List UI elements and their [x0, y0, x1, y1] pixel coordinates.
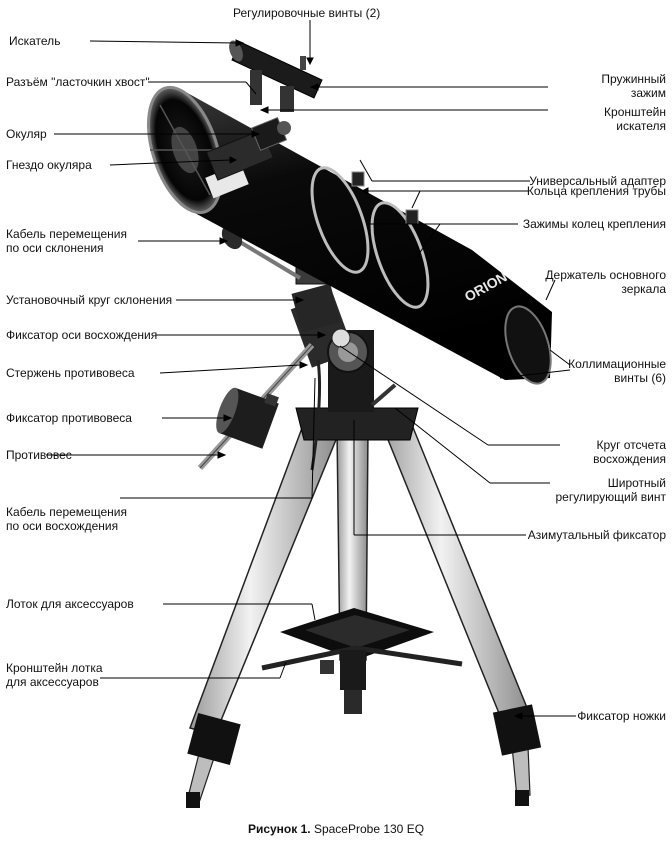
label-cw-lock: Фиксатор противовеса — [6, 411, 132, 425]
label-dec-circle: Установочный круг склонения — [6, 293, 173, 307]
accessory-tray — [261, 608, 463, 714]
leg-lock-left — [187, 713, 241, 765]
label-universal-adapter: Универсальный адаптер — [529, 174, 666, 188]
ra-cable — [310, 359, 322, 471]
tripod — [186, 407, 542, 808]
label-tray: Лоток для аксессуаров — [6, 597, 134, 611]
label-dec-cable: Кабель перемещения по оси склонения — [6, 227, 127, 255]
label-leg-lock: Фиксатор ножки — [577, 709, 666, 723]
counterweight — [216, 387, 279, 449]
label-focuser: Гнездо окуляра — [6, 158, 92, 172]
leg-lock-right — [492, 704, 542, 756]
label-ra-cable: Кабель перемещения по оси восхождения — [6, 505, 127, 533]
label-tube-rings: Кольца крепления трубы — [526, 184, 666, 198]
label-lat-bolt: Широтный регулирующий винт — [555, 476, 666, 504]
label-mirror-cell: Держатель основного зеркала — [545, 268, 666, 296]
label-az-lock: Азимутальный фиксатор — [527, 528, 666, 542]
focuser — [205, 116, 291, 181]
tube-ring-rear — [370, 201, 430, 309]
tripod-leg-right — [378, 419, 534, 729]
label-finder-bracket: Кронштейн искателя — [604, 105, 666, 133]
caption-prefix: Рисунок 1. — [247, 822, 311, 836]
mirror-cell — [504, 305, 552, 385]
tripod-leg-left — [189, 419, 342, 736]
leader-lines — [46, 20, 576, 720]
label-tray-bracket: Кронштейн лотка для аксессуаров — [6, 661, 103, 689]
label-eyepiece: Окуляр — [6, 127, 47, 141]
figure-caption: Рисунок 1. SpaceProbe 130 EQ — [0, 822, 672, 836]
label-spring-clamp: Пружинный зажим — [601, 72, 666, 100]
finder-scope — [229, 40, 323, 112]
label-counterweight: Противовес — [6, 448, 72, 462]
label-adjust-screws: Регулировочные винты (2) — [233, 6, 381, 20]
tray-bracket — [261, 645, 463, 671]
tube-ring-front — [310, 166, 370, 274]
label-dovetail: Разъём "ласточкин хвост" — [6, 75, 150, 89]
caption-name: SpaceProbe 130 EQ — [313, 822, 425, 836]
telescope-tube: ORION — [147, 85, 552, 385]
label-cw-shaft: Стержень противовеса — [6, 366, 135, 380]
label-ra-lock: Фиксатор оси восхождения — [6, 328, 158, 342]
label-collimation: Коллимационные винты (6) — [568, 357, 666, 385]
label-finder: Искатель — [9, 34, 61, 48]
label-ring-clamps: Зажимы колец крепления — [522, 217, 666, 231]
label-ra-circle: Круг отсчета восхождения — [593, 438, 666, 466]
